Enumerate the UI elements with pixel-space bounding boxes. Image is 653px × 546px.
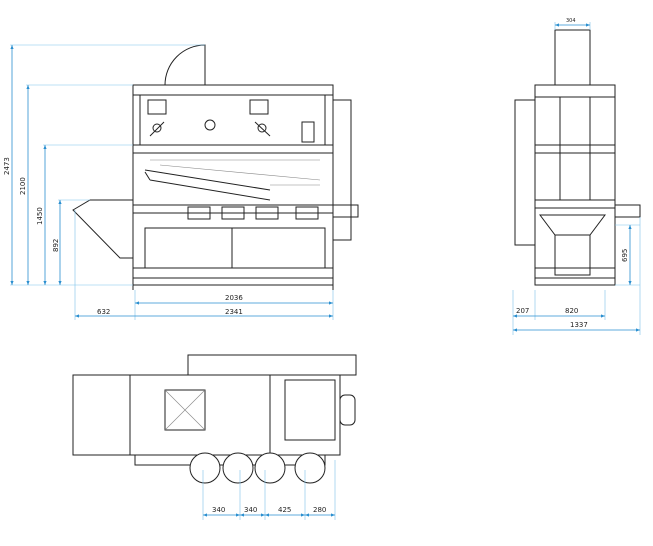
dim-side-offset: 207: [516, 307, 529, 315]
dim-outlet-spacing-1: 340: [212, 506, 225, 514]
dim-frame-width: 2036: [225, 294, 243, 302]
control-box: [301, 121, 315, 143]
dim-inlet-height: 892: [52, 239, 60, 252]
dim-outlet-spacing-4: 280: [313, 506, 326, 514]
dim-outlet-spacing-3: 425: [278, 506, 291, 514]
outlet-hopper: [539, 214, 606, 236]
hopper-arc: [164, 44, 206, 86]
dim-frame-height: 2100: [19, 177, 27, 195]
top-view: [72, 354, 357, 484]
front-dimensions: 2473 2100 1450 892 2036 2341 632: [3, 44, 334, 320]
dim-inlet-offset: 632: [97, 308, 110, 316]
side-view: [514, 29, 641, 286]
top-dimensions: 340 340 425 280: [202, 460, 336, 520]
outlet-spout: [254, 452, 286, 484]
dim-deck-height: 1450: [36, 207, 44, 225]
dim-overall-width: 2341: [225, 308, 243, 316]
side-dimensions: 304 207 820 1337 695: [512, 18, 641, 335]
outlet-spout: [222, 452, 254, 484]
lever-icon: [204, 119, 216, 131]
side-frame: [534, 84, 616, 286]
dim-outlet-spacing-2: 340: [244, 506, 257, 514]
dim-side-frame: 820: [565, 307, 578, 315]
inspection-window: [249, 99, 269, 115]
outlet-spout: [189, 452, 221, 484]
front-view: [72, 44, 359, 290]
dim-total-height: 2473: [3, 157, 11, 175]
lever-icon: [257, 123, 267, 133]
outlet-spout: [294, 452, 326, 484]
dim-top-chute: 304: [566, 18, 576, 24]
top-chute: [554, 29, 591, 86]
inspection-window: [147, 99, 167, 115]
inlet-plan: [72, 374, 131, 456]
dim-side-overall: 1337: [570, 321, 588, 329]
lever-icon: [152, 123, 162, 133]
dim-outlet-height: 695: [621, 249, 629, 262]
inlet-chute: [72, 199, 134, 259]
